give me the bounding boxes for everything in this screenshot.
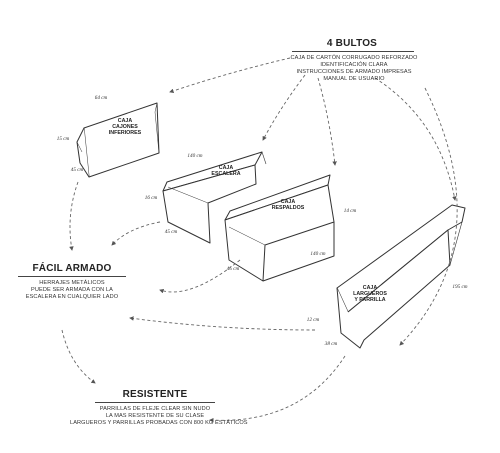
bultos-line: IDENTIFICACIÓN CLARA: [320, 62, 388, 68]
resistente-title: RESISTENTE: [122, 389, 188, 400]
box-label-line: RESPALDOS: [271, 205, 305, 211]
dim-escalera-depth: 45 cm: [164, 229, 178, 235]
box-label-line: CAJA: [362, 285, 378, 291]
box-escalera: [162, 151, 267, 244]
dim-largueros-depth: 38 cm: [324, 341, 338, 347]
facil-underline: [18, 276, 126, 277]
box-respaldos: [224, 174, 335, 282]
dim-respaldos-depth: 45 cm: [226, 266, 240, 272]
box-largueros-parrilla: [336, 204, 466, 349]
dim-respaldos-width: 140 cm: [310, 251, 326, 257]
arrow-respaldos-to-facil: [159, 259, 241, 294]
arrow-largueros-to-resistente: [209, 355, 346, 423]
box-label-line: CAJA: [218, 165, 234, 171]
dim-largueros-height: 12 cm: [306, 317, 320, 323]
facil-title: FÁCIL ARMADO: [32, 263, 112, 274]
dim-escalera-height: 16 cm: [144, 195, 158, 201]
box-label-line: INFERIORES: [108, 130, 142, 136]
box-label-line: CAJONES: [112, 124, 138, 130]
facil-line: ESCALERA EN CUALQUIER LADO: [25, 294, 119, 300]
arrow-to-respaldos: [317, 77, 337, 166]
arrow-escalera-to-facil: [111, 221, 161, 246]
box-label-line: CAJA: [117, 118, 133, 124]
arrow-facil-to-resistente: [61, 329, 96, 384]
bultos-line: CAJA DE CARTÓN CORRUGADO REFORZADO: [290, 55, 418, 61]
arrow-to-escalera: [262, 74, 306, 141]
dim-escalera-width: 140 cm: [187, 153, 203, 159]
dim-cajones-height: 15 cm: [56, 136, 70, 142]
arrows: [61, 57, 458, 423]
bultos-title: 4 BULTOS: [326, 38, 378, 49]
facil-line: PUEDE SER ARMADA CON LA: [31, 287, 113, 293]
arrow-cajones-to-facil: [69, 181, 79, 251]
resistente-line: PARRILLAS DE FLEJE CLEAR SIN NUDO: [99, 406, 211, 412]
arrow-cycle-right: [399, 87, 458, 346]
box-label-line: Y PARRILLA: [354, 297, 386, 303]
bultos-line: INSTRUCCIONES DE ARMADO IMPRESAS: [296, 69, 412, 75]
dim-largueros-length: 195 cm: [452, 284, 468, 290]
box-label-line: LARGUEROS: [353, 291, 387, 297]
resistente-line: LA MAS RESISTENTE DE SU CLASE: [105, 413, 205, 419]
box-cajones-inferiores: [76, 102, 160, 178]
dim-cajones-width: 64 cm: [94, 95, 108, 101]
bultos-underline: [292, 51, 414, 52]
arrow-to-largueros: [374, 77, 457, 201]
resistente-line: LARGUEROS Y PARRILLAS PROBADAS CON 800 K…: [70, 420, 248, 426]
dim-respaldos-height: 14 cm: [343, 208, 357, 214]
bultos-line: MANUAL DE USUARIO: [323, 76, 385, 82]
arrow-to-cajones: [169, 57, 291, 93]
facil-line: HERRAJES METÁLICOS: [39, 280, 105, 286]
box-label-line: ESCALERA: [211, 171, 241, 177]
arrow-largueros-to-facil: [129, 316, 316, 331]
box-label-line: CAJA: [280, 199, 296, 205]
dim-cajones-depth: 45 cm: [70, 167, 84, 173]
resistente-underline: [95, 402, 215, 403]
